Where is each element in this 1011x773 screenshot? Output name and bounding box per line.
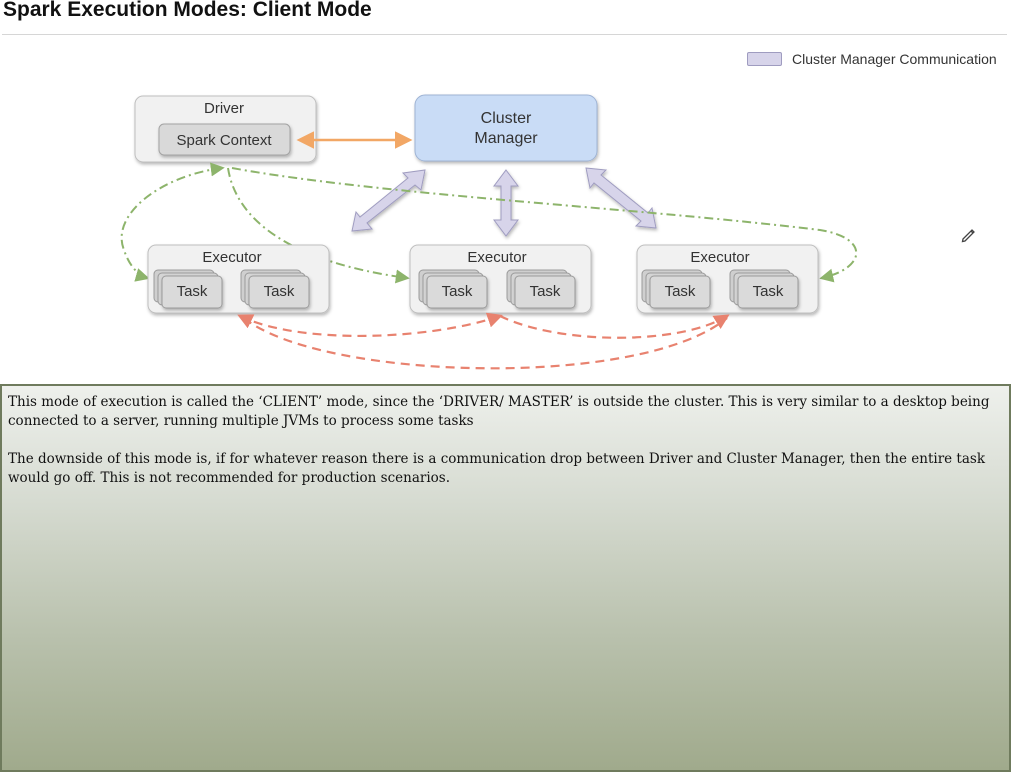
executor-node-2: Executor Task Task bbox=[409, 244, 592, 314]
speaker-notes-panel[interactable]: This mode of execution is called the ‘CL… bbox=[0, 384, 1011, 772]
legend-swatch bbox=[747, 52, 782, 66]
driver-title: Driver bbox=[204, 100, 244, 117]
executor-1-task-2: Task bbox=[264, 283, 295, 300]
page-title: Spark Execution Modes: Client Mode bbox=[3, 0, 372, 21]
executor-2-task-2: Task bbox=[530, 283, 561, 300]
driver-executor-3-link bbox=[231, 167, 858, 283]
executor-node-3: Executor Task Task bbox=[636, 244, 819, 314]
cluster-manager-node: Cluster Manager bbox=[414, 94, 598, 162]
cm-link-executor-2 bbox=[493, 169, 519, 237]
executor-1-3-link bbox=[243, 317, 728, 370]
spark-client-mode-diagram: Driver Spark Context Cluster Manager Exe… bbox=[120, 94, 858, 370]
notes-paragraph-2: The downside of this mode is, if for wha… bbox=[8, 451, 986, 486]
executor-2-task-1: Task bbox=[442, 283, 473, 300]
cluster-manager-line2: Manager bbox=[474, 130, 538, 147]
executor-node-1: Executor Task Task bbox=[147, 244, 330, 314]
executor-1-2-link bbox=[237, 312, 503, 338]
executor-3-task-1: Task bbox=[665, 283, 696, 300]
driver-node: Driver Spark Context bbox=[134, 95, 317, 163]
executor-2-title: Executor bbox=[467, 249, 526, 266]
cluster-manager-line1: Cluster bbox=[481, 110, 532, 127]
cm-link-executor-1 bbox=[351, 169, 426, 232]
driver-executor-2-link bbox=[227, 167, 410, 284]
notes-paragraph-1: This mode of execution is called the ‘CL… bbox=[8, 394, 990, 429]
legend: Cluster Manager Communication bbox=[747, 50, 997, 68]
driver-executor-1-link bbox=[120, 162, 225, 282]
cm-link-executor-3 bbox=[585, 167, 657, 229]
title-divider bbox=[2, 34, 1007, 35]
executor-3-title: Executor bbox=[690, 249, 749, 266]
executor-1-title: Executor bbox=[202, 249, 261, 266]
executor-3-task-2: Task bbox=[753, 283, 784, 300]
legend-label: Cluster Manager Communication bbox=[792, 51, 997, 67]
pencil-icon[interactable] bbox=[960, 226, 978, 244]
spark-context-label: Spark Context bbox=[176, 132, 272, 149]
executor-1-task-1: Task bbox=[177, 283, 208, 300]
executor-2-3-link bbox=[499, 314, 730, 339]
